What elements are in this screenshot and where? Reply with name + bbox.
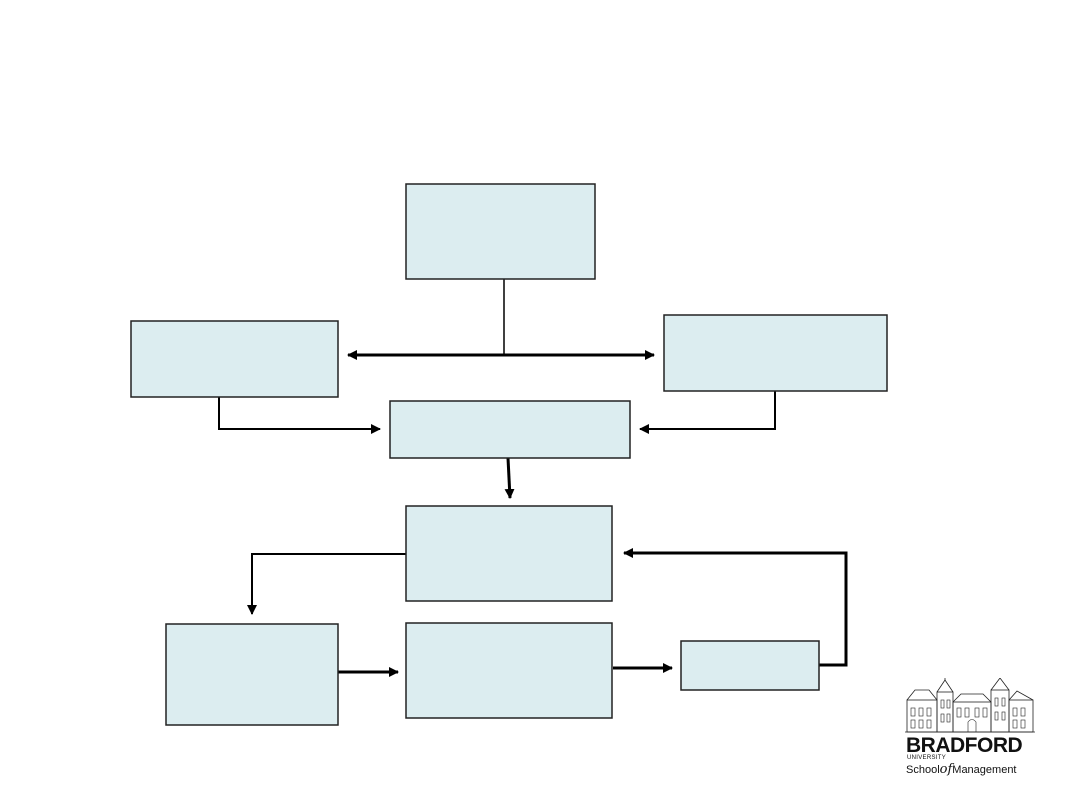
bradford-logo: BRADFORD UNIVERSITY SchoolofManagement bbox=[900, 678, 1040, 778]
connector-right-to-center bbox=[639, 391, 776, 434]
logo-university: UNIVERSITY bbox=[907, 755, 947, 761]
box-bottom-center bbox=[405, 622, 613, 719]
logo-wordmark: BRADFORD bbox=[906, 734, 1023, 757]
connector-feedback-loop bbox=[623, 548, 848, 667]
connectors bbox=[218, 279, 848, 677]
connector-left-to-center bbox=[218, 397, 381, 434]
box-top bbox=[405, 183, 596, 280]
box-bottom-left bbox=[165, 623, 339, 726]
connector-middle-to-bottom-left bbox=[247, 553, 406, 615]
box-center bbox=[389, 400, 631, 459]
box-bottom-right bbox=[680, 640, 820, 691]
university-building-icon bbox=[905, 678, 1035, 733]
logo-school-prefix: School bbox=[906, 764, 940, 776]
box-middle bbox=[405, 505, 613, 602]
connector-center-to-middle bbox=[504, 457, 515, 499]
boxes bbox=[130, 183, 888, 726]
box-left bbox=[130, 320, 339, 398]
logo-school-suffix: Management bbox=[952, 764, 1017, 776]
logo-school-of: of bbox=[939, 762, 953, 777]
logo-school: SchoolofManagement bbox=[906, 762, 1017, 777]
box-right bbox=[663, 314, 888, 392]
